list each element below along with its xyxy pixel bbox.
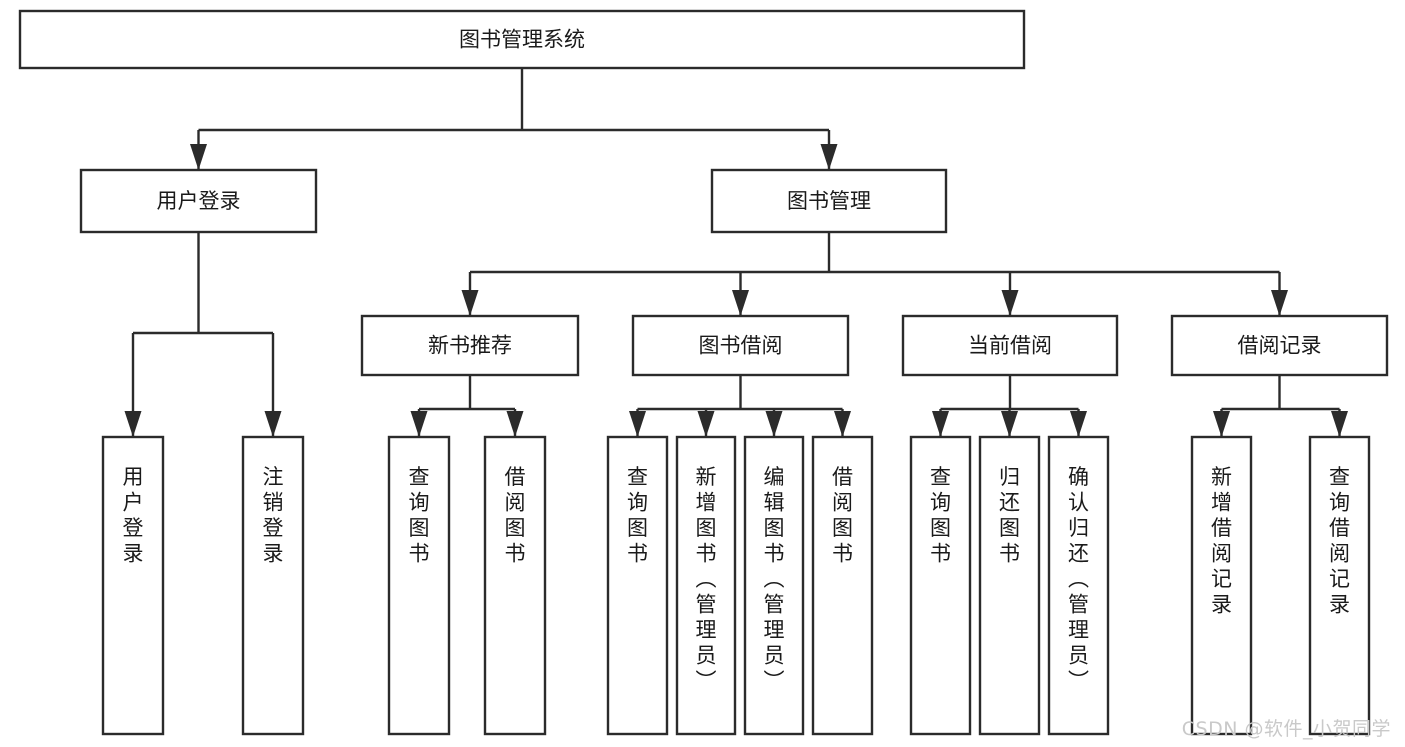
arrow-user-logout-leaf xyxy=(264,411,282,437)
arrow-borrow-query-book xyxy=(629,411,646,437)
node-label: 注销登录 xyxy=(263,465,284,566)
node-box[interactable] xyxy=(79,168,318,234)
node-box[interactable] xyxy=(101,435,165,736)
node-borrow-query-book[interactable]: 查询图书 xyxy=(606,435,669,736)
node-box[interactable] xyxy=(811,435,874,736)
node-label: 图书管理 xyxy=(787,189,871,213)
arrow-recommend-borrow-book xyxy=(506,411,524,437)
node-label: 归还图书 xyxy=(999,465,1020,566)
node-label: 用户登录 xyxy=(123,465,144,566)
node-box[interactable] xyxy=(675,435,737,736)
node-book-management[interactable]: 图书管理 xyxy=(710,168,948,234)
node-box[interactable] xyxy=(483,435,547,736)
node-label: 查询图书 xyxy=(627,465,648,566)
node-label: 查询图书 xyxy=(930,465,951,566)
node-user-login[interactable]: 用户登录 xyxy=(79,168,318,234)
node-record-query-borrow-record[interactable]: 查询借阅记录 xyxy=(1308,435,1371,736)
node-current-confirm-return-admin[interactable]: 确认归还︵管理员︶ xyxy=(1047,435,1110,736)
node-label: 新增图书︵管理员︶ xyxy=(696,465,717,693)
node-borrow-borrow-book[interactable]: 借阅图书 xyxy=(811,435,874,736)
node-box[interactable] xyxy=(18,9,1026,70)
arrow-current-return-book xyxy=(1001,411,1018,437)
node-box[interactable] xyxy=(241,435,305,736)
node-label: 图书借阅 xyxy=(699,334,783,358)
node-record-add-borrow-record[interactable]: 新增借阅记录 xyxy=(1190,435,1253,736)
node-label: 查询借阅记录 xyxy=(1329,465,1350,617)
arrow-user-login xyxy=(190,144,207,170)
node-book-borrow[interactable]: 图书借阅 xyxy=(631,314,850,377)
node-box[interactable] xyxy=(1190,435,1253,736)
node-label: 用户登录 xyxy=(157,189,241,213)
node-label: 编辑图书︵管理员︶ xyxy=(764,465,785,693)
node-box[interactable] xyxy=(978,435,1041,736)
node-recommend-query-book[interactable]: 查询图书 xyxy=(387,435,451,736)
node-label: 当前借阅 xyxy=(968,334,1052,358)
node-user-logout-leaf[interactable]: 注销登录 xyxy=(241,435,305,736)
node-layer: 图书管理系统用户登录用户登录注销登录图书管理新书推荐查询图书借阅图书图书借阅查询… xyxy=(18,9,1389,736)
node-new-book-recommend[interactable]: 新书推荐 xyxy=(360,314,580,377)
node-label: 借阅图书 xyxy=(505,465,526,566)
edge-layer xyxy=(124,68,1348,437)
arrow-current-confirm-return-admin xyxy=(1070,411,1087,437)
arrow-recommend-query-book xyxy=(410,411,428,437)
arrow-current-query-book xyxy=(932,411,949,437)
arrow-record-query-borrow-record xyxy=(1331,411,1348,437)
watermark-label: CSDN @软件_小贺同学 xyxy=(1181,718,1391,740)
node-borrow-add-book-admin[interactable]: 新增图书︵管理员︶ xyxy=(675,435,737,736)
arrow-current-borrow xyxy=(1001,290,1019,316)
arrow-new-book-recommend xyxy=(461,290,479,316)
node-current-return-book[interactable]: 归还图书 xyxy=(978,435,1041,736)
node-label: 借阅记录 xyxy=(1238,334,1322,358)
node-box[interactable] xyxy=(631,314,850,377)
node-current-query-book[interactable]: 查询图书 xyxy=(909,435,972,736)
arrow-borrow-borrow-book xyxy=(834,411,851,437)
node-label: 查询图书 xyxy=(409,465,430,566)
node-box[interactable] xyxy=(743,435,805,736)
node-box[interactable] xyxy=(1308,435,1371,736)
node-label: 图书管理系统 xyxy=(459,28,585,52)
arrow-borrow-edit-book-admin xyxy=(765,411,783,437)
node-label: 借阅图书 xyxy=(832,465,853,566)
node-borrow-edit-book-admin[interactable]: 编辑图书︵管理员︶ xyxy=(743,435,805,736)
node-box[interactable] xyxy=(1047,435,1110,736)
arrow-record-add-borrow-record xyxy=(1213,411,1230,437)
node-label: 新书推荐 xyxy=(428,334,512,358)
node-box[interactable] xyxy=(901,314,1119,377)
node-recommend-borrow-book[interactable]: 借阅图书 xyxy=(483,435,547,736)
node-box[interactable] xyxy=(387,435,451,736)
node-label: 确认归还︵管理员︶ xyxy=(1068,465,1089,693)
arrow-book-borrow xyxy=(732,290,749,316)
node-box[interactable] xyxy=(1170,314,1389,377)
arrow-book-management xyxy=(820,144,838,170)
node-user-login-leaf[interactable]: 用户登录 xyxy=(101,435,165,736)
node-box[interactable] xyxy=(710,168,948,234)
arrow-borrow-add-book-admin xyxy=(697,411,715,437)
node-current-borrow[interactable]: 当前借阅 xyxy=(901,314,1119,377)
node-root[interactable]: 图书管理系统 xyxy=(18,9,1026,70)
node-box[interactable] xyxy=(909,435,972,736)
node-box[interactable] xyxy=(360,314,580,377)
node-label: 新增借阅记录 xyxy=(1211,465,1232,617)
node-borrow-record[interactable]: 借阅记录 xyxy=(1170,314,1389,377)
node-box[interactable] xyxy=(606,435,669,736)
arrow-borrow-record xyxy=(1271,290,1288,316)
arrow-user-login-leaf xyxy=(124,411,142,437)
